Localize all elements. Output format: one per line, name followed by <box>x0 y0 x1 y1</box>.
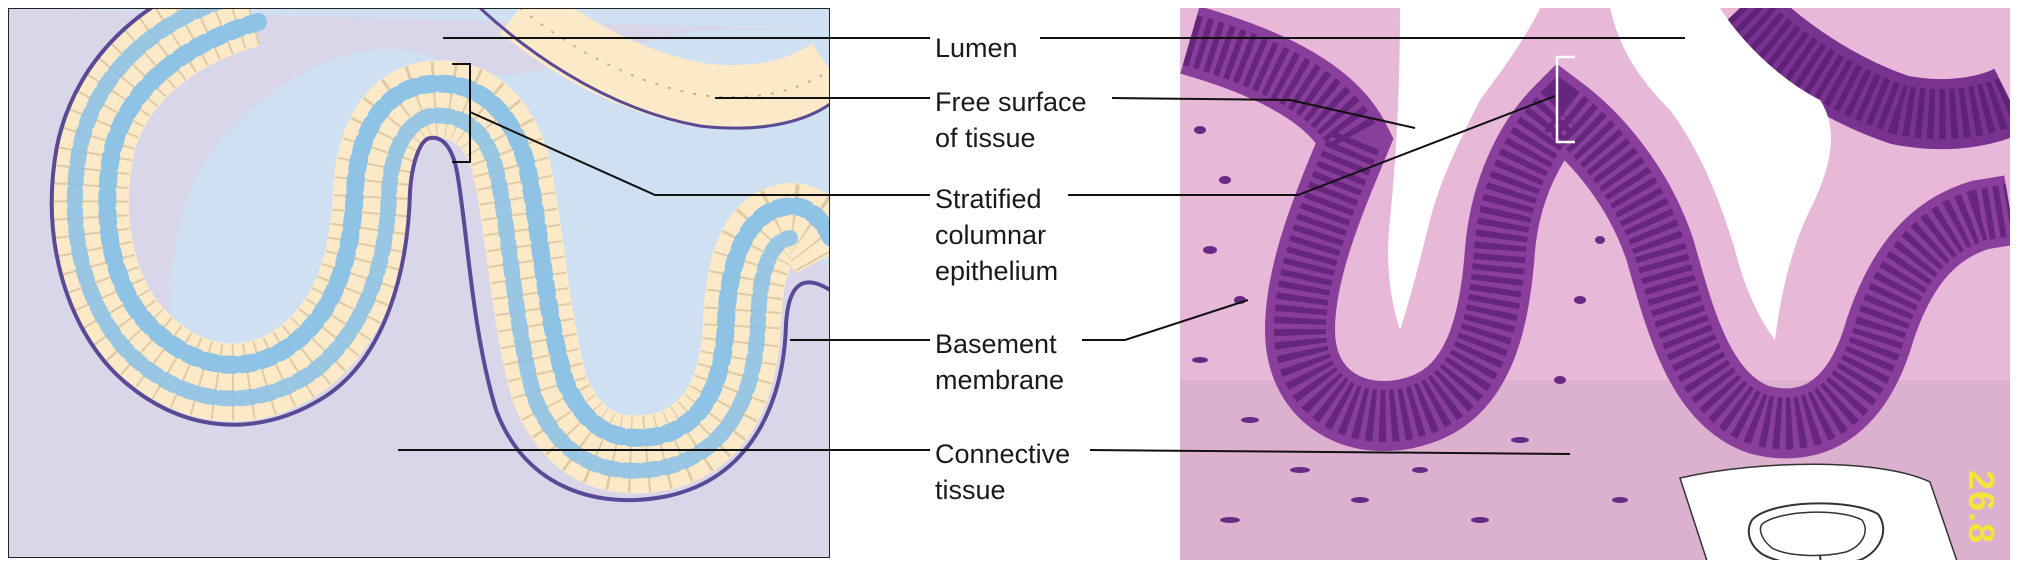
leader-lines <box>398 37 1685 455</box>
micrograph-thickness-bracket <box>1555 55 1575 144</box>
label-lumen: Lumen <box>935 33 1018 63</box>
leader-free-surface-right <box>1111 97 1416 129</box>
label-basement-line2: membrane <box>935 365 1065 395</box>
label-connective-line2: tissue <box>935 475 1006 505</box>
micrograph-watermark: 26.8 <box>1961 470 2002 545</box>
upper-basement-membrane-line <box>478 8 830 130</box>
leader-basement-right <box>1082 299 1249 341</box>
lumen-region <box>8 8 830 433</box>
leader-stratified-right <box>1068 95 1556 196</box>
basal-nuclei-layer <box>66 8 798 479</box>
organ-outline-inset-icon <box>1747 502 1885 560</box>
label-free-surface-line1: Free surface <box>935 87 1087 117</box>
micrograph-upper-epithelium <box>1714 8 2010 150</box>
folded-epithelium-band <box>51 8 830 494</box>
label-stratified-line1: Stratified <box>935 184 1042 214</box>
label-stratified-line2: columnar <box>935 220 1047 250</box>
leader-connective-right <box>1089 449 1571 455</box>
micrograph-lumen-right <box>1610 8 1831 340</box>
basement-membrane-line <box>49 8 830 503</box>
leader-stratified-left <box>469 111 930 196</box>
label-free-surface-line2: of tissue <box>935 123 1036 153</box>
micrograph-nuclei-texture <box>1182 15 2010 450</box>
epithelium-schematic-panel <box>8 8 830 558</box>
histology-micrograph-panel <box>1180 8 2010 560</box>
upper-epithelium-band <box>500 8 830 129</box>
label-stratified-line3: epithelium <box>935 256 1059 286</box>
apical-nuclei-layer <box>98 13 830 447</box>
organ-inset-panel <box>1679 463 1958 560</box>
label-connective-line1: Connective <box>935 439 1071 469</box>
label-basement-line1: Basement <box>935 329 1057 359</box>
micrograph-lumen-left <box>1388 8 1540 330</box>
